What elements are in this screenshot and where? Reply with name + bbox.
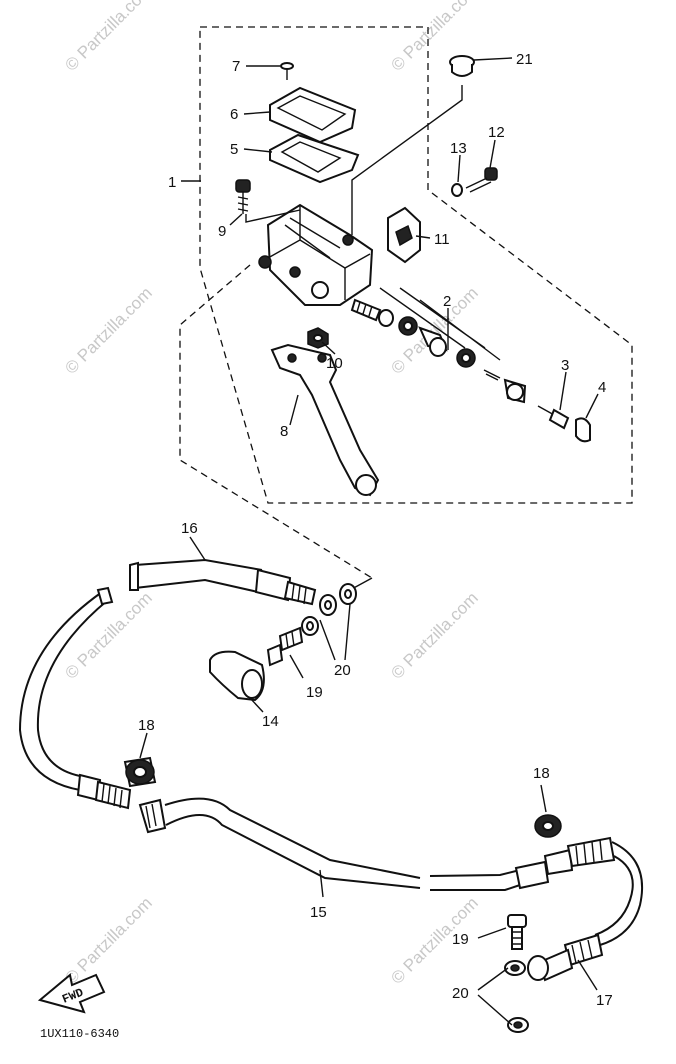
callout-14: 14	[262, 713, 279, 730]
assembly-boundary	[199, 26, 633, 504]
part-16-upper-hose	[129, 558, 317, 606]
part-19-banjo-bolt-upper	[266, 626, 304, 667]
callout-19: 19	[452, 931, 469, 948]
callout-1: 1	[168, 174, 176, 191]
callout-6: 6	[230, 106, 238, 123]
lever-bracket-line	[179, 264, 373, 579]
callout-15: 15	[310, 904, 327, 921]
diagram-code: 1UX110-6340	[40, 1027, 119, 1041]
callout-12: 12	[488, 124, 505, 141]
part-15-main-hose	[138, 797, 616, 891]
leader-lines	[139, 57, 599, 1026]
callout-20: 20	[334, 662, 351, 679]
part-2-piston-kit	[350, 287, 527, 404]
watermark: © Partzilla.com	[61, 283, 155, 377]
part-8-lever	[270, 343, 380, 497]
callout-10: 10	[326, 355, 343, 372]
callout-9: 9	[218, 223, 226, 240]
fwd-arrow: FWD	[37, 973, 106, 1014]
part-4-cap	[575, 417, 591, 443]
part-20-washers-upper	[301, 583, 357, 636]
part-15-hose-loop	[18, 586, 132, 810]
part-12-bolt	[465, 167, 498, 193]
callout-16: 16	[181, 520, 198, 537]
part-17-lower-hose	[527, 841, 644, 982]
master-cylinder-body	[258, 203, 374, 306]
watermark: © Partzilla.com	[387, 588, 481, 682]
part-20-washers-lower	[504, 960, 529, 1033]
watermark: © Partzilla.com	[61, 0, 155, 75]
watermark: © Partzilla.com	[61, 893, 155, 987]
part-21-cap	[449, 55, 475, 77]
callout-17: 17	[596, 992, 613, 1009]
callout-13: 13	[450, 140, 467, 157]
part-14-boot	[209, 650, 265, 702]
part-6-reservoir-cover	[269, 86, 357, 144]
callout-19: 19	[306, 684, 323, 701]
part-7-screw	[280, 62, 294, 80]
callout-20: 20	[452, 985, 469, 1002]
callout-21: 21	[516, 51, 533, 68]
callout-18: 18	[533, 765, 550, 782]
part-18-grommet-upper	[123, 756, 157, 788]
part-5-diaphragm	[269, 133, 360, 184]
part-11-bracket	[387, 206, 421, 264]
callout-2: 2	[443, 293, 451, 310]
part-18-grommet-lower	[534, 814, 562, 838]
callout-8: 8	[280, 423, 288, 440]
callout-4: 4	[598, 379, 606, 396]
part-9-bolt	[235, 179, 251, 214]
part-3-switch	[537, 405, 570, 430]
callout-labels: 1 2 3 4 5 6 7 8 9 10 11 12 13 14 15 16 1…	[138, 51, 613, 1009]
part-13-washer	[451, 183, 463, 197]
callout-11: 11	[434, 231, 450, 248]
callout-7: 7	[232, 58, 240, 75]
callout-5: 5	[230, 141, 238, 158]
callout-18: 18	[138, 717, 155, 734]
callout-3: 3	[561, 357, 569, 374]
part-19-banjo-bolt-lower	[507, 914, 527, 950]
